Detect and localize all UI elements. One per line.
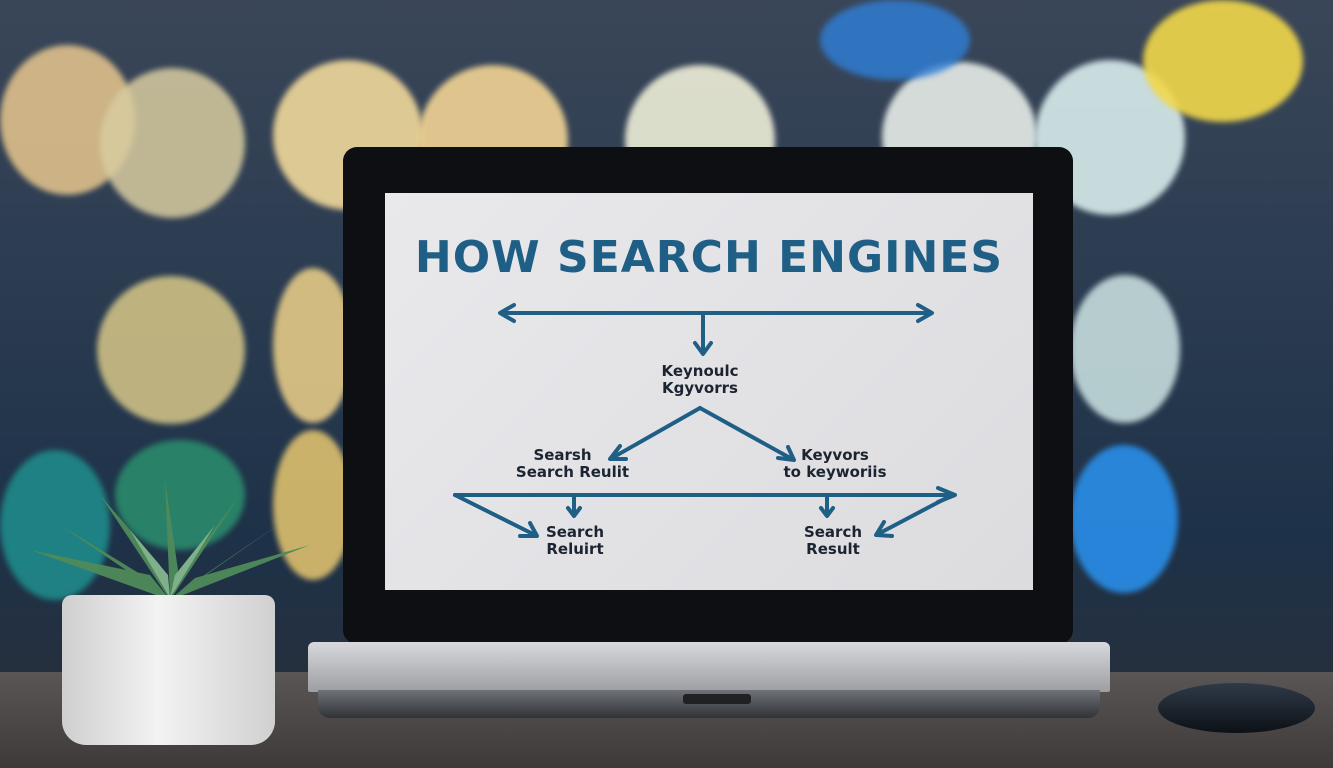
bokeh-light	[100, 68, 245, 218]
bokeh-light	[115, 440, 245, 550]
laptop-notch	[683, 694, 751, 704]
bokeh-light	[1070, 275, 1180, 423]
label-left: Searsh Search Reulit	[505, 447, 640, 480]
diagram-title: HOW SEARCH ENGINES	[414, 232, 1004, 283]
bokeh-light	[1070, 445, 1178, 593]
label-right: Keyvors to keyworiis	[770, 447, 900, 480]
bokeh-light	[273, 268, 353, 423]
laptop-base	[308, 642, 1110, 692]
arrow-bottom-right	[874, 493, 954, 538]
label-bottom-left-line2: Reluirt	[546, 539, 604, 558]
label-bottom-right-line1: Search	[803, 523, 863, 541]
arrow-right-branch	[698, 406, 796, 462]
label-left-line2: Search Reulit	[515, 462, 630, 481]
bokeh-light	[0, 450, 110, 600]
arrow-bottom-left	[453, 493, 539, 538]
label-bottom-left-line1: Search	[545, 523, 605, 541]
label-top-line2: Kgyvorrs	[662, 378, 738, 397]
label-top-line1: Keynoulc	[661, 362, 739, 380]
down-arrow	[693, 314, 713, 356]
bokeh-light	[1143, 0, 1303, 122]
label-right-line2: to keyworiis	[783, 462, 887, 481]
small-down-arrow-right	[819, 495, 835, 518]
plant-pot	[62, 595, 275, 745]
label-bottom-right: Search Result	[788, 524, 878, 557]
computer-mouse	[1158, 683, 1315, 733]
label-bottom-left: Search Reluirt	[530, 524, 620, 557]
bokeh-light	[273, 430, 353, 580]
arrow-left-branch	[608, 406, 702, 461]
bokeh-light	[820, 0, 970, 80]
label-right-line1: Keyvors	[801, 446, 869, 464]
laptop-screen	[385, 193, 1033, 590]
bokeh-light	[97, 276, 245, 424]
label-top: Keynoulc Kgyvorrs	[640, 363, 760, 396]
label-bottom-right-line2: Result	[806, 539, 860, 558]
label-left-line1: Searsh	[533, 446, 592, 464]
small-down-arrow-left	[566, 495, 582, 518]
top-double-arrow	[498, 303, 934, 323]
